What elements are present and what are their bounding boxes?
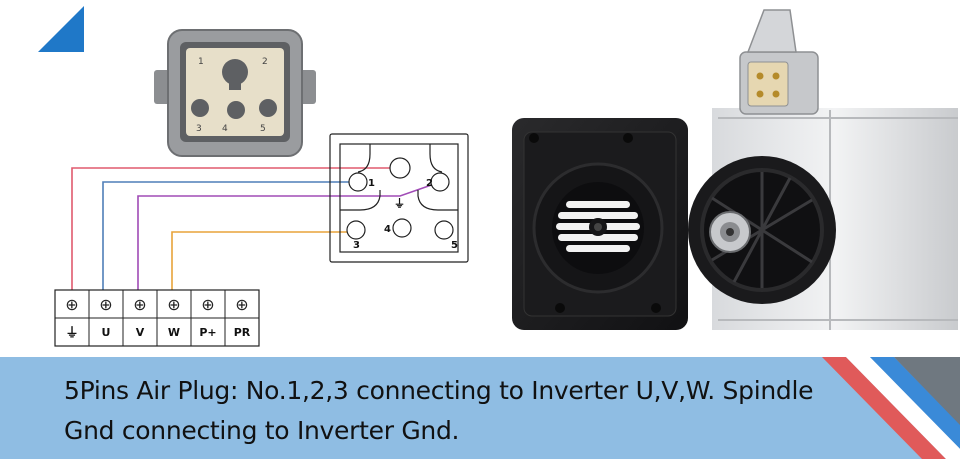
diagram-pin-label: 5 — [451, 240, 458, 251]
spindle-motor-illustration — [688, 9, 958, 330]
stripe-red — [822, 357, 946, 459]
socket-pin-label: 5 — [260, 124, 266, 134]
stripe-white — [846, 357, 960, 459]
terminal-block: ⊕ ⊕ ⊕ ⊕ ⊕ ⊕ ⏚ U V W P+ PR — [54, 289, 260, 347]
corner-accent-triangle — [38, 6, 84, 52]
ground-icon: ⏚ — [394, 197, 405, 210]
terminal-label: PR — [234, 326, 251, 339]
socket-pin-label: 4 — [222, 124, 228, 134]
pin-layout-diagram — [329, 133, 469, 263]
diagram-pin-label: 4 — [384, 224, 391, 235]
diagram-pin-label: 2 — [426, 178, 433, 189]
terminal-label: U — [102, 326, 111, 339]
wire-u — [102, 181, 357, 290]
socket-pin-label: 1 — [198, 57, 204, 67]
socket-pin-label: 3 — [196, 124, 202, 134]
socket-pin-label: 2 — [262, 57, 268, 67]
terminal-screw-icon: ⊕ — [167, 295, 180, 314]
diagram-pin-label: 1 — [368, 178, 375, 189]
wire-v — [137, 181, 441, 290]
terminal-screw-icon: ⊕ — [65, 295, 78, 314]
stripe-grey — [894, 357, 960, 425]
terminal-screw-icon: ⊕ — [133, 295, 146, 314]
caption-banner: 5Pins Air Plug: No.1,2,3 connecting to I… — [0, 357, 960, 459]
terminal-label: P+ — [199, 326, 216, 339]
connector-socket-illustration: 1 2 3 4 5 — [154, 29, 316, 157]
wiring-lines — [71, 167, 441, 290]
caption-text: 5Pins Air Plug: No.1,2,3 connecting to I… — [64, 376, 814, 445]
diagram-pin-label: 3 — [353, 240, 360, 251]
terminal-screw-icon: ⊕ — [99, 295, 112, 314]
terminal-label: W — [168, 326, 180, 339]
wire-w — [171, 231, 356, 290]
pin-diagram-labels: 1 2 3 4 5 ⏚ — [353, 178, 458, 251]
wire-ground — [71, 167, 400, 290]
terminal-screw-icon: ⊕ — [201, 295, 214, 314]
decorative-stripes — [822, 357, 960, 459]
terminal-screw-icon: ⊕ — [235, 295, 248, 314]
terminal-label: V — [136, 326, 145, 339]
terminal-label: ⏚ — [65, 326, 78, 341]
fan-cover-illustration — [512, 118, 688, 330]
